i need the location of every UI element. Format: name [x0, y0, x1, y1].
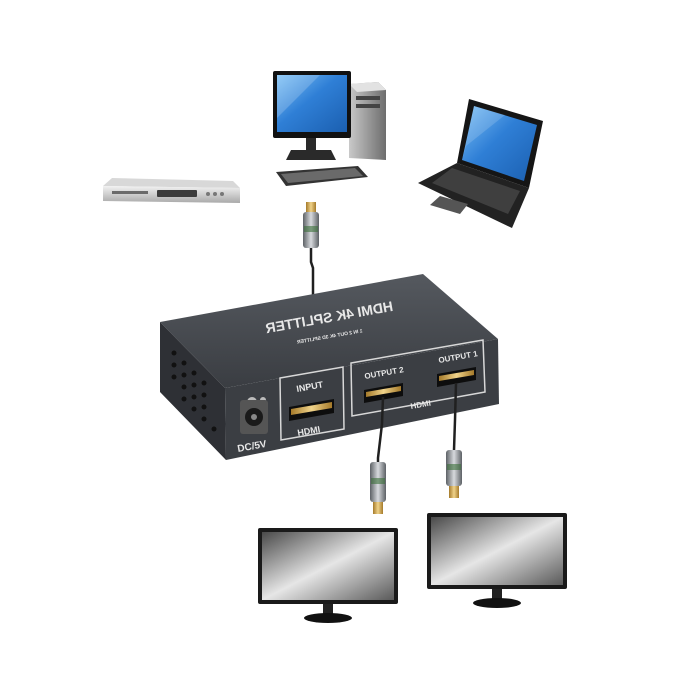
output-cable-1	[446, 382, 462, 498]
side-vents	[171, 350, 217, 432]
hdmi-splitter-box: HDMI 4K SPLITTER 1 IN 2 OUT 4K 3D SPLITT…	[160, 274, 499, 460]
monitor-right	[427, 513, 567, 608]
output-cable-2	[370, 396, 386, 514]
outputs-hdmi-label: HDMI	[410, 399, 432, 411]
desktop-computer	[273, 71, 386, 186]
input-label: INPUT	[296, 379, 325, 394]
hdmi-output-ports	[350, 339, 486, 417]
monitor-left	[258, 528, 398, 623]
laptop	[418, 99, 543, 228]
dvd-player	[103, 178, 240, 203]
power-jack	[240, 397, 268, 434]
power-label: DC/5V	[237, 439, 268, 455]
input-hdmi-label: HDMI	[297, 424, 321, 438]
hdmi-input-port	[279, 366, 345, 441]
